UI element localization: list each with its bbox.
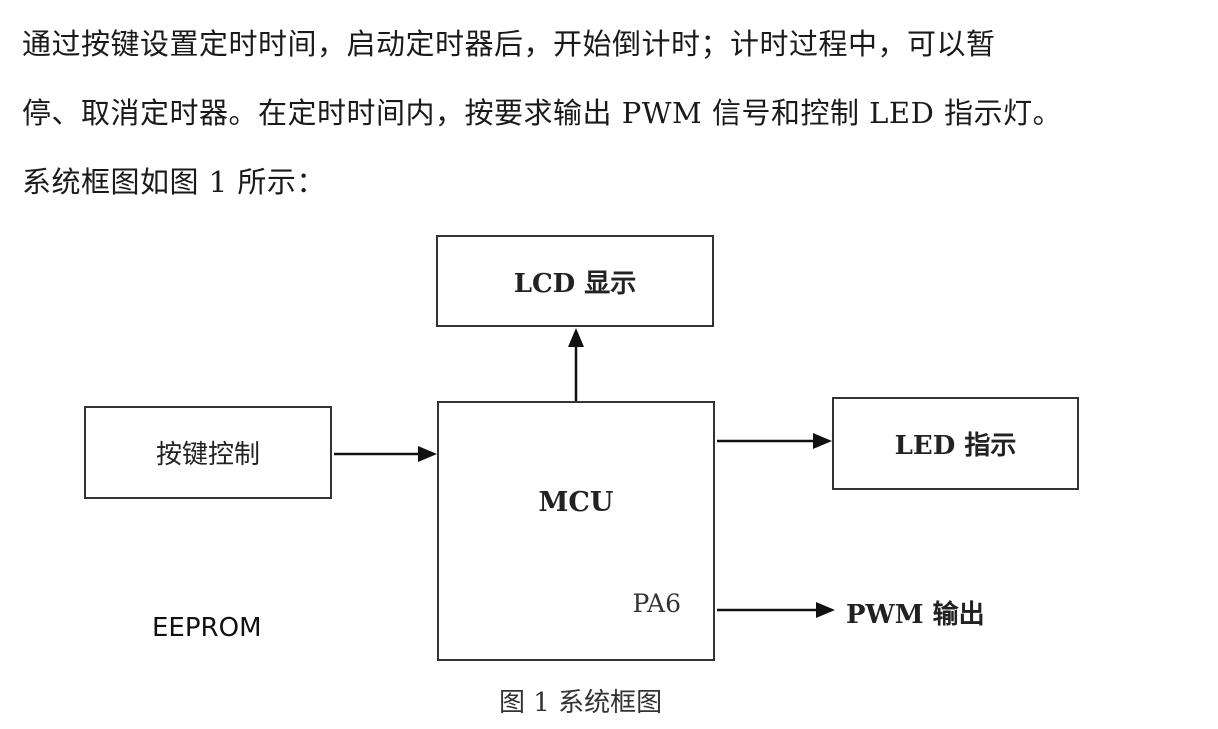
pwm-output-label: PWM 输出	[846, 600, 985, 630]
figure-caption: 图 1 系统框图	[499, 688, 663, 718]
arrow-head-right	[418, 446, 437, 462]
pa6-pin-label: PA6	[632, 589, 682, 618]
led-indicator-label: LED 指示	[894, 431, 1017, 461]
key-control-label: 按键控制	[155, 440, 260, 470]
mcu-label: MCU	[538, 487, 614, 518]
lcd-display-block: LCD 显示	[436, 235, 714, 327]
key-control-block: 按键控制	[84, 406, 332, 499]
led-indicator-block: LED 指示	[832, 397, 1079, 490]
arrow-head-right	[813, 433, 832, 449]
arrow-head-up	[568, 328, 584, 347]
eeprom-label: EEPROM	[152, 613, 262, 643]
arrow-head-right	[816, 602, 835, 618]
mcu-block: MCU PA6	[437, 401, 715, 661]
lcd-display-label: LCD 显示	[513, 268, 637, 299]
paragraph-line: 通过按键设置定时时间，启动定时器后，开始倒计时；计时过程中，可以暂	[22, 27, 996, 61]
paragraph-line: 系统框图如图 1 所示：	[22, 165, 326, 199]
intro-paragraph: 通过按键设置定时时间，启动定时器后，开始倒计时；计时过程中，可以暂 停、取消定时…	[22, 10, 1202, 217]
paragraph-line: 停、取消定时器。在定时时间内，按要求输出 PWM 信号和控制 LED 指示灯。	[22, 96, 1063, 130]
